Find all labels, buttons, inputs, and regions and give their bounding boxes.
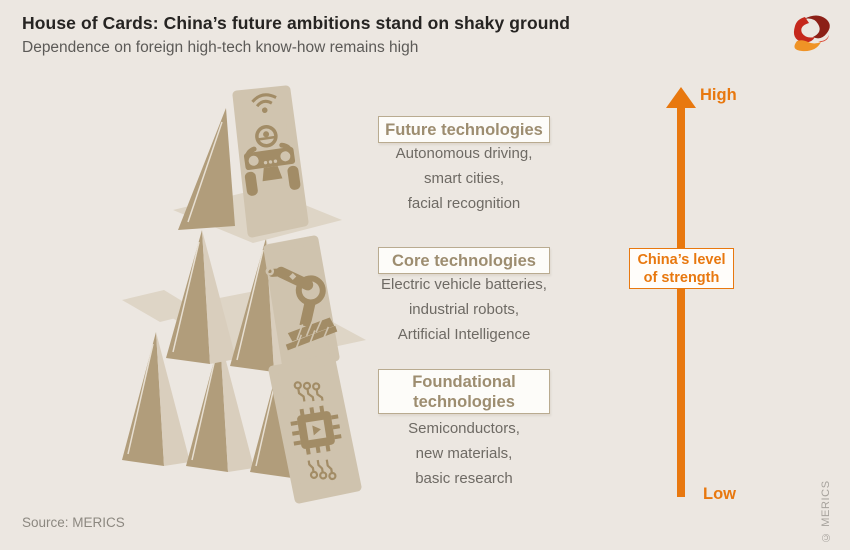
foundational-technologies-items: Semiconductors, new materials, basic res… xyxy=(378,416,550,491)
page-title: House of Cards: China’s future ambitions… xyxy=(22,13,571,33)
core-technologies-items: Electric vehicle batteries, industrial r… xyxy=(378,272,550,347)
autonomous-car-icon xyxy=(243,93,301,196)
future-technologies-label: Future technologies xyxy=(378,116,550,143)
arrow-up-icon xyxy=(666,87,696,108)
tech-item: new materials, xyxy=(415,445,513,462)
tech-item: Artificial Intelligence xyxy=(397,326,531,343)
strength-axis-title: China’s level of strength xyxy=(629,248,734,289)
tech-item: basic research xyxy=(415,470,513,487)
future-technologies-items: Autonomous driving, smart cities, facial… xyxy=(378,141,550,216)
copyright-note: © MERICS xyxy=(820,480,832,543)
source-note: Source: MERICS xyxy=(22,515,125,530)
strength-axis-line xyxy=(677,104,685,497)
industrial-robot-icon xyxy=(265,266,338,351)
foundational-technologies-label: Foundational technologies xyxy=(378,369,550,414)
tech-item: Semiconductors, xyxy=(408,420,520,437)
axis-low-label: Low xyxy=(703,485,736,503)
top-card-tent xyxy=(178,108,235,230)
tech-item: Autonomous driving, xyxy=(395,145,533,162)
tech-item: smart cities, xyxy=(423,170,504,187)
foundational-tech-card xyxy=(268,355,362,504)
house-of-cards-illustration xyxy=(122,85,366,504)
page-subtitle: Dependence on foreign high-tech know-how… xyxy=(22,39,419,56)
tech-item: industrial robots, xyxy=(408,301,520,318)
future-tech-card xyxy=(232,85,309,238)
core-technologies-label: Core technologies xyxy=(378,247,550,274)
semiconductor-chip-icon xyxy=(290,381,342,481)
merics-logo-icon xyxy=(793,15,830,52)
tech-item: facial recognition xyxy=(407,195,521,212)
core-tech-card xyxy=(263,235,340,373)
axis-high-label: High xyxy=(700,86,737,104)
tech-item: Electric vehicle batteries, xyxy=(381,276,547,293)
